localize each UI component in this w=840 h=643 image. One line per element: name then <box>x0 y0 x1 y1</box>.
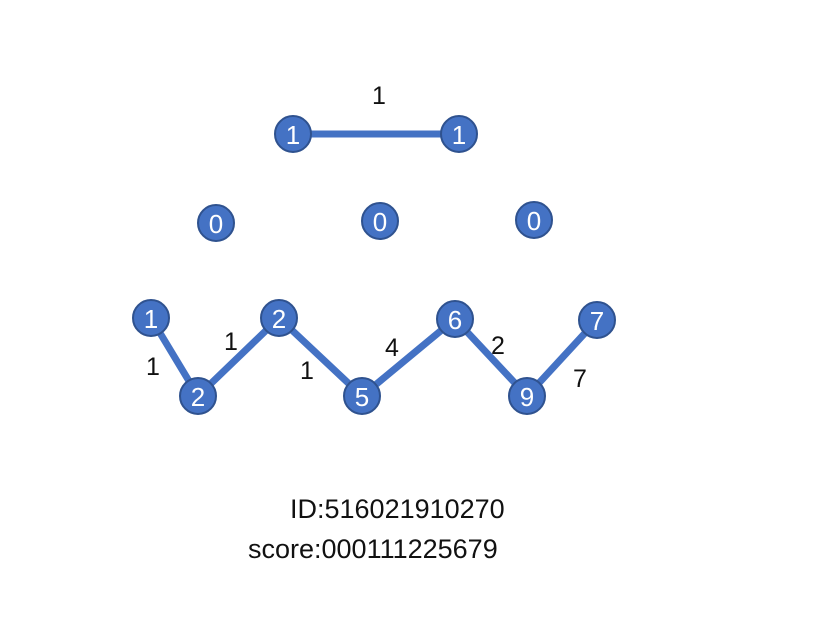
edge-weight-label: 1 <box>224 328 238 356</box>
edge-weight-label: 1 <box>372 82 386 110</box>
node-circle <box>361 202 399 240</box>
node-circle <box>343 377 381 415</box>
node-b7: 7 <box>578 301 616 339</box>
edges-layer <box>147 130 601 400</box>
node-circle <box>274 115 312 153</box>
node-b6: 9 <box>508 377 546 415</box>
node-b1: 1 <box>132 299 170 337</box>
node-label: 7 <box>590 306 604 336</box>
node-label: 0 <box>373 207 387 237</box>
node-m2: 0 <box>361 202 399 240</box>
node-circle <box>260 299 298 337</box>
edge-weight-label: 2 <box>491 332 505 360</box>
edge-weight-label: 7 <box>573 365 587 393</box>
node-circle <box>515 201 553 239</box>
node-label: 0 <box>209 209 223 239</box>
node-label: 9 <box>520 382 534 412</box>
node-label: 5 <box>355 382 369 412</box>
node-circle <box>179 377 217 415</box>
node-label: 2 <box>191 382 205 412</box>
edge-b4-b5 <box>358 315 459 400</box>
node-label: 1 <box>452 120 466 150</box>
edge-weight-label: 1 <box>146 353 160 381</box>
node-label: 6 <box>448 305 462 335</box>
node-b5: 6 <box>436 300 474 338</box>
node-label: 1 <box>286 120 300 150</box>
node-b2: 2 <box>179 377 217 415</box>
node-circle <box>440 115 478 153</box>
node-circle <box>578 301 616 339</box>
node-b3: 2 <box>260 299 298 337</box>
edge-weight-label: 4 <box>385 334 399 362</box>
node-label: 0 <box>527 206 541 236</box>
node-circle <box>197 204 235 242</box>
edge-labels-layer: 1 1 1 1 4 2 7 <box>146 82 587 393</box>
node-b4: 5 <box>343 377 381 415</box>
node-label: 1 <box>144 304 158 334</box>
score-caption: score:000111225679 <box>248 534 498 564</box>
node-t1: 1 <box>274 115 312 153</box>
node-circle <box>132 299 170 337</box>
node-circle <box>436 300 474 338</box>
id-caption: ID:516021910270 <box>290 494 505 524</box>
node-m3: 0 <box>515 201 553 239</box>
node-m1: 0 <box>197 204 235 242</box>
node-circle <box>508 377 546 415</box>
node-label: 2 <box>272 304 286 334</box>
node-t2: 1 <box>440 115 478 153</box>
edge-weight-label: 1 <box>300 357 314 385</box>
